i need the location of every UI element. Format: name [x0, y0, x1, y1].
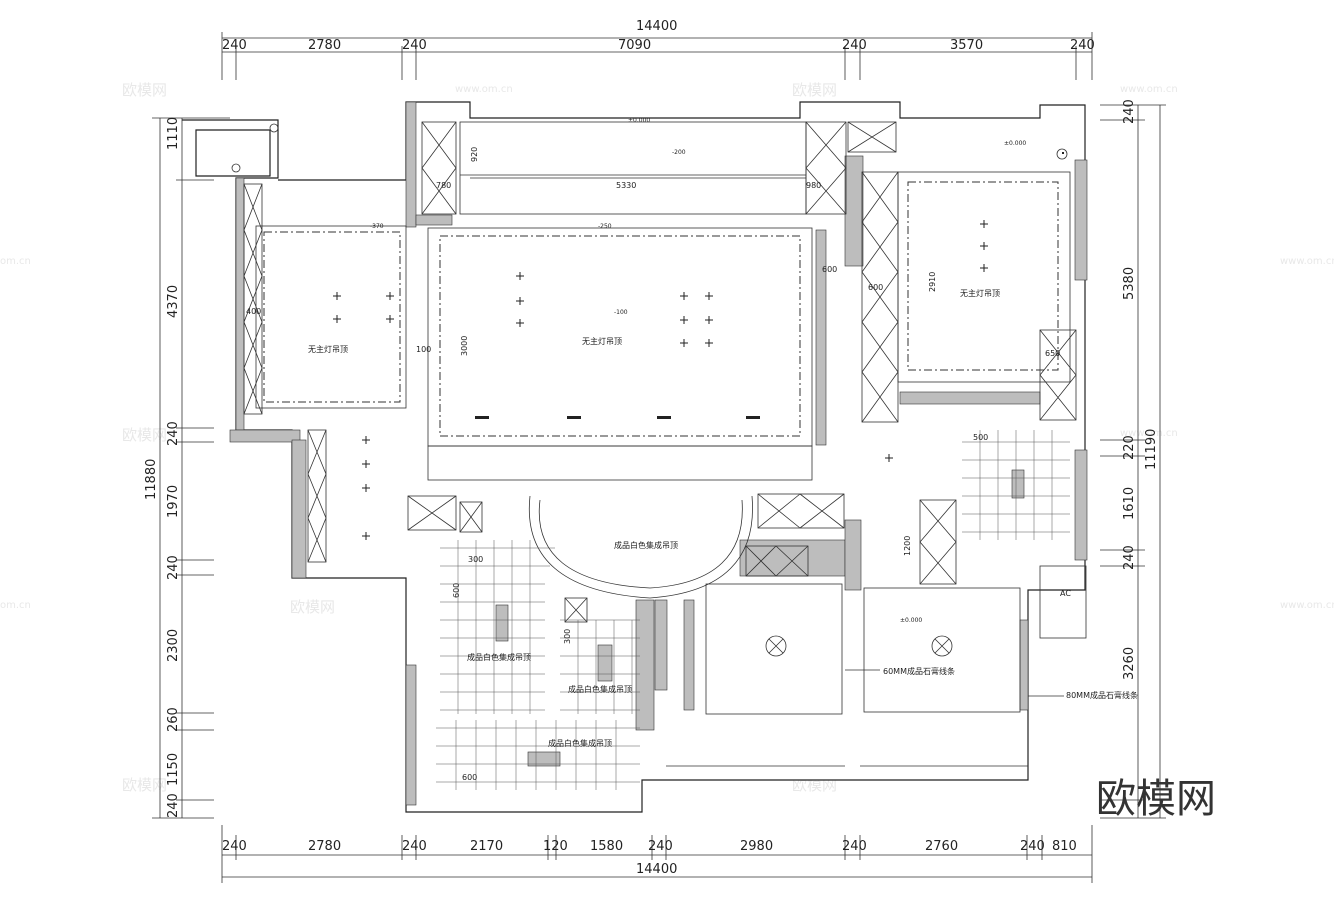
watermark-url: www.om.cn [1120, 84, 1178, 95]
bedroom-rooms [666, 565, 1087, 767]
watermark-url: www.om.cn [455, 84, 513, 95]
dim-left-seg: 1110 [166, 117, 181, 150]
watermark-brand: 欧模网 [792, 81, 837, 99]
level-mark: ±0.000 [1004, 140, 1026, 147]
ceiling-lights [333, 220, 988, 540]
watermark-brand: 欧模网 [290, 598, 335, 616]
ceiling-frames [255, 121, 1071, 481]
dim-bottom-seg: 2170 [470, 839, 503, 854]
dim-bottom-seg: 120 [543, 839, 568, 854]
dim-left-seg: 240 [166, 555, 181, 580]
dim-left-seg: 1970 [166, 485, 181, 518]
dim-bottom-total: 14400 [636, 862, 677, 877]
dim-left-seg: 260 [166, 707, 181, 732]
dim-bottom-seg: 810 [1052, 839, 1077, 854]
dim-left-seg: 1150 [166, 753, 181, 786]
dim-bottom-seg: 2780 [308, 839, 341, 854]
inner-dim: 600 [822, 265, 837, 274]
tile-grids [436, 430, 1070, 790]
dim-left-seg: 2300 [166, 629, 181, 662]
level-mark: ±0.000 [900, 617, 922, 624]
level-mark: ±0.000 [628, 117, 650, 124]
inner-dim: 980 [806, 181, 821, 190]
level-mark: -370 [370, 223, 384, 230]
dim-right-seg: 1610 [1122, 487, 1137, 520]
dim-right-seg: 220 [1122, 435, 1137, 460]
level-mark: -250 [598, 223, 612, 230]
dim-bottom-seg: 240 [222, 839, 247, 854]
dim-top-seg: 7090 [618, 38, 651, 53]
brand-logo: 欧模网 [1096, 776, 1216, 822]
dim-right-seg: 240 [1122, 99, 1137, 124]
watermark-url: om.cn [0, 600, 31, 611]
level-mark: -100 [614, 309, 628, 316]
inner-dim: 3000 [460, 336, 469, 356]
gypsum-line-label: 60MM成品石膏线条 [883, 666, 955, 676]
inner-dim: 5330 [616, 181, 636, 190]
dim-right-seg: 3260 [1122, 647, 1137, 680]
dim-top-seg: 3570 [950, 38, 983, 53]
watermark-brand: 欧模网 [122, 81, 167, 99]
cabinets [243, 121, 1077, 623]
watermark-url: www.om.cn [1280, 600, 1334, 611]
dim-left-seg: 240 [166, 793, 181, 818]
dim-top-seg: 240 [1070, 38, 1095, 53]
dim-bottom-seg: 240 [648, 839, 673, 854]
inner-dim: 400 [246, 307, 261, 316]
inner-dim: 600 [868, 283, 883, 292]
master-ceiling-label: 无主灯吊顶 [960, 288, 1000, 298]
dim-left-seg: 4370 [166, 285, 181, 318]
inner-dim: 1200 [903, 536, 912, 556]
dim-bottom-seg: 240 [842, 839, 867, 854]
kitchen-ceiling-label: 成品白色集成吊顶 [467, 652, 531, 662]
linear-lights [475, 152, 1064, 419]
dim-top-seg: 240 [222, 38, 247, 53]
dim-right-seg: 5380 [1122, 267, 1137, 300]
watermark-url: www.om.cn [1280, 256, 1334, 267]
dim-bottom-seg: 2980 [740, 839, 773, 854]
bedroom-left-ceiling-label: 无主灯吊顶 [308, 344, 348, 354]
dim-left-seg: 240 [166, 421, 181, 446]
dim-left-total: 11880 [144, 459, 159, 500]
dim-top-seg: 2780 [308, 38, 341, 53]
inner-dimensions: 920 5330 780 980 3000 2910 600 600 300 3… [246, 147, 1060, 782]
dining-ceiling-label: 成品白色集成吊顶 [614, 540, 678, 550]
watermark-brand: 欧模网 [122, 426, 167, 444]
building-walls [182, 101, 1088, 813]
inner-dim: 920 [470, 147, 479, 162]
inner-dim: 600 [452, 583, 461, 598]
gypsum-line-label: 80MM成品石膏线条 [1066, 690, 1138, 700]
ac-label: AC [1060, 589, 1071, 598]
inner-dim: 300 [563, 629, 572, 644]
watermark-brand: 欧模网 [122, 776, 167, 794]
inner-dim: 650 [1045, 349, 1060, 358]
inner-dim: 500 [973, 433, 988, 442]
dim-top-total: 14400 [636, 19, 677, 34]
dim-right-seg: 240 [1122, 545, 1137, 570]
inner-dim: 780 [436, 181, 451, 190]
bath-ceiling-label: 成品白色集成吊顶 [568, 684, 632, 694]
curved-ceiling [528, 495, 753, 599]
dimension-lines: 14400 240 2780 240 7090 240 3570 240 240… [144, 19, 1166, 883]
level-marks: ±0.000 -200 -250 -370 -100 ±0.000 ±0.000 [370, 117, 1026, 624]
dim-right-total: 11190 [1144, 429, 1159, 470]
inner-dim: 300 [468, 555, 483, 564]
watermark-url: om.cn [0, 256, 31, 267]
living-ceiling-label: 无主灯吊顶 [582, 336, 622, 346]
laundry-ceiling-label: 成品白色集成吊顶 [548, 738, 612, 748]
dim-bottom-seg: 240 [402, 839, 427, 854]
dim-bottom-seg: 240 [1020, 839, 1045, 854]
room-labels: 无主灯吊顶 无主灯吊顶 无主灯吊顶 成品白色集成吊顶 成品白色集成吊顶 成品白色… [308, 288, 1138, 748]
dim-bottom-seg: 2760 [925, 839, 958, 854]
inner-dim: 2910 [928, 272, 937, 292]
dim-top-seg: 240 [842, 38, 867, 53]
dim-top-seg: 240 [402, 38, 427, 53]
pendant-light-icon [231, 123, 1068, 657]
watermark-url: www.om.cn [1120, 428, 1178, 439]
inner-dim: 600 [462, 773, 477, 782]
inner-dim: 100 [416, 345, 431, 354]
dim-bottom-seg: 1580 [590, 839, 623, 854]
level-mark: -200 [672, 149, 686, 156]
